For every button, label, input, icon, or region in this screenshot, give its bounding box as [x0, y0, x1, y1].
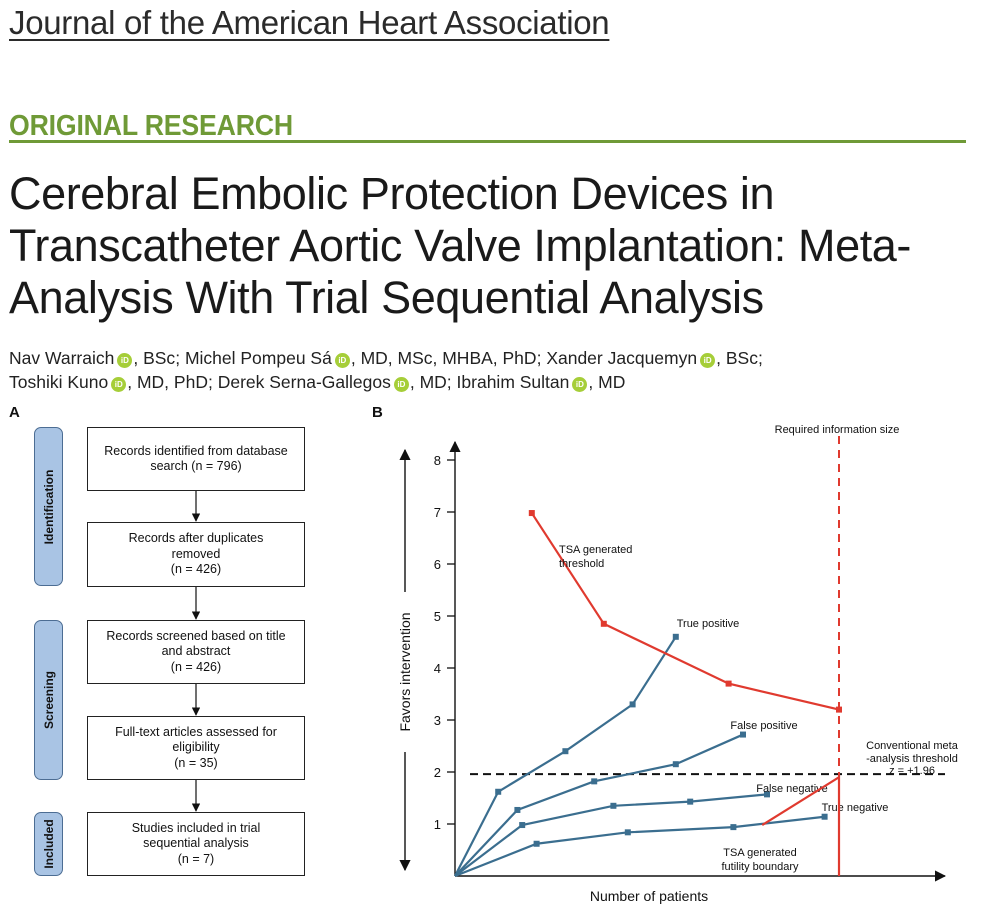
author-degrees: BSc — [725, 348, 758, 368]
flow-arrows — [191, 491, 201, 812]
stage-identification: Identification — [34, 427, 63, 586]
series-label: False positive — [730, 720, 797, 732]
flow-box-identified: Records identified from database search … — [87, 427, 305, 491]
data-point — [514, 806, 521, 813]
journal-title[interactable]: Journal of the American Heart Associatio… — [9, 4, 610, 41]
orcid-icon[interactable]: iD — [111, 377, 127, 392]
reference-sublabel: z = +1.96 — [889, 765, 935, 777]
data-point — [672, 761, 679, 768]
author-degrees: BSc — [143, 348, 176, 368]
author-degrees: MD — [598, 372, 626, 392]
author-name[interactable]: Xander Jacquemyn — [546, 348, 698, 368]
data-point — [725, 680, 732, 687]
data-point — [624, 829, 631, 836]
series-label: True negative — [822, 802, 889, 814]
series-line — [454, 733, 744, 877]
y-tick-label: 7 — [434, 505, 441, 520]
author-separator: ; — [536, 348, 542, 368]
author-separator: ; — [446, 372, 452, 392]
author-name[interactable]: Derek Serna-Gallegos — [217, 372, 391, 392]
data-point — [672, 633, 679, 640]
data-point — [533, 840, 540, 847]
flow-box-included: Studies included in trial sequential ana… — [87, 812, 305, 876]
data-point — [591, 778, 598, 785]
author-name[interactable]: Ibrahim Sultan — [456, 372, 570, 392]
orcid-icon[interactable]: iD — [393, 377, 409, 392]
author-degrees: MD, PhD — [136, 372, 208, 392]
data-point — [836, 706, 842, 713]
author-name[interactable]: Michel Pompeu Sá — [184, 348, 332, 368]
y-tick-label: 1 — [434, 817, 441, 832]
y-tick-label: 8 — [434, 453, 441, 468]
panel-a-label: A — [9, 404, 20, 421]
flow-box-deduplicated: Records after duplicates removed (n = 42… — [87, 522, 305, 587]
data-point — [821, 813, 828, 820]
stage-screening: Screening — [34, 620, 63, 780]
y-tick-label: 2 — [434, 765, 441, 780]
author-name[interactable]: Toshiki Kuno — [9, 372, 109, 392]
data-point — [495, 788, 502, 795]
y-tick-label: 5 — [434, 609, 441, 624]
author-degrees: MD, MSc, MHBA, PhD — [360, 348, 537, 368]
series-label: True positive — [677, 618, 740, 630]
y-tick-label: 3 — [434, 713, 441, 728]
flow-box-fulltext: Full-text articles assessed for eligibil… — [87, 716, 305, 780]
author-name[interactable]: Nav Warraich — [9, 348, 115, 368]
data-point — [562, 748, 569, 755]
author-degrees: MD — [419, 372, 447, 392]
reference-label: Required information size — [775, 424, 900, 436]
orcid-icon[interactable]: iD — [700, 353, 716, 368]
x-axis-label: Number of patients — [590, 888, 708, 904]
y-axis-label: Favors intervention — [397, 612, 413, 731]
data-point — [730, 824, 737, 831]
author-separator: ; — [757, 348, 763, 368]
panel-b-label: B — [372, 404, 383, 421]
section-divider — [9, 140, 966, 143]
data-point — [764, 791, 770, 798]
data-point — [600, 620, 607, 627]
section-label: ORIGINAL RESEARCH — [9, 110, 293, 142]
series-label: False negative — [756, 783, 828, 795]
data-point — [740, 731, 746, 738]
flow-box-screened: Records screened based on title and abst… — [87, 620, 305, 684]
author-separator: ; — [207, 372, 213, 392]
y-tick-label: 4 — [434, 661, 441, 676]
stage-included: Included — [34, 812, 63, 876]
data-point — [629, 701, 636, 708]
author-separator: ; — [175, 348, 181, 368]
series-line — [761, 775, 841, 876]
data-point — [519, 822, 526, 829]
reference-label: Conventional meta-analysis threshold — [866, 740, 959, 765]
article-title: Cerebral Embolic Protection Devices in T… — [9, 168, 912, 323]
series-line — [530, 512, 840, 711]
orcid-icon[interactable]: iD — [572, 377, 588, 392]
data-point — [687, 798, 694, 805]
y-tick-label: 6 — [434, 557, 441, 572]
data-point — [610, 802, 617, 809]
data-point — [528, 510, 535, 517]
orcid-icon[interactable]: iD — [334, 353, 350, 368]
orcid-icon[interactable]: iD — [117, 353, 133, 368]
